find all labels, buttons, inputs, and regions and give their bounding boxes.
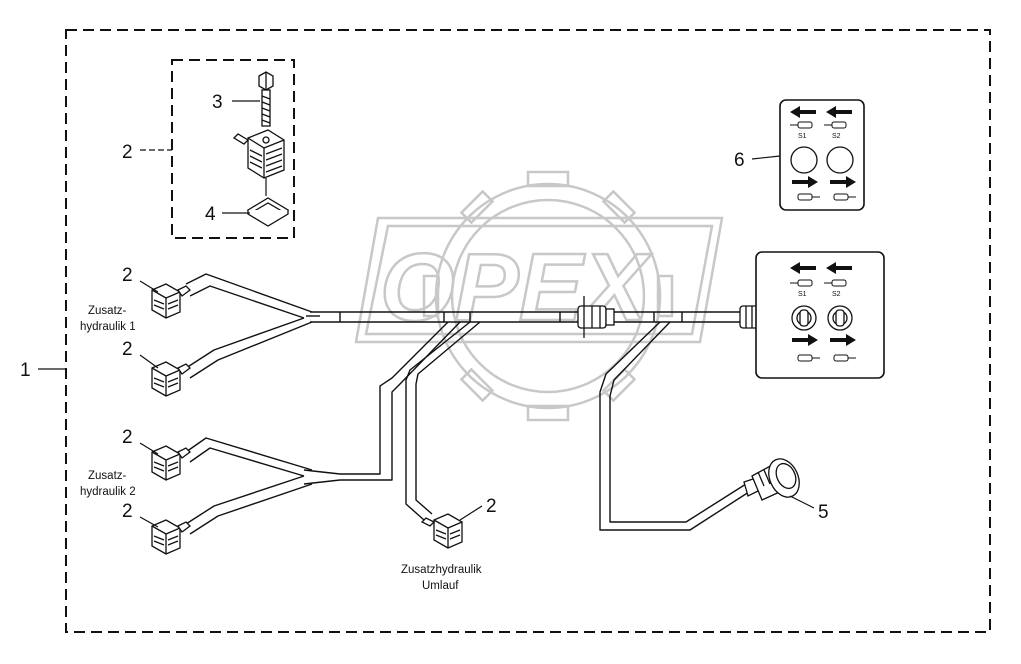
- connector-icon: [151, 361, 191, 397]
- caption-group2-line2: hydraulik 2: [80, 486, 136, 498]
- arrow-right-icon: [792, 176, 818, 188]
- caption-group1-line1: Zusatz-: [88, 305, 127, 317]
- switch-hole-icon: [826, 146, 854, 174]
- callout-5: 5: [818, 502, 829, 523]
- label-s1: S1: [798, 133, 807, 140]
- callout-1: 1: [20, 360, 31, 381]
- assembly-frame: [65, 29, 991, 633]
- watermark-banner: [354, 216, 724, 344]
- switch-panel-toggles: S1 S2: [755, 251, 885, 379]
- arrow-left-icon: [826, 106, 852, 118]
- toggle-switch-icon: [827, 305, 853, 331]
- label-s2: S2: [832, 133, 841, 140]
- panel-coupling-icon: [739, 305, 761, 329]
- caption-circulation-line1: Zusatzhydraulik: [401, 564, 482, 576]
- connector-icon: [151, 283, 191, 319]
- callout-2-detail: 2: [122, 142, 133, 163]
- callout-3: 3: [212, 92, 223, 113]
- panel-label-s1: S1: [798, 291, 807, 298]
- arrow-left-icon: [826, 262, 852, 274]
- caption-group2-line1: Zusatz-: [88, 470, 127, 482]
- panel-label-s2: S2: [832, 291, 841, 298]
- arrow-right-icon: [792, 334, 818, 346]
- opex-watermark: OPEX: [354, 170, 724, 422]
- seal-icon: [246, 197, 290, 227]
- toggle-switch-icon: [791, 305, 817, 331]
- arrow-right-icon: [830, 334, 856, 346]
- callout-2-group1-lower: 2: [122, 339, 133, 360]
- connector-icon: [420, 513, 463, 549]
- callout-6: 6: [734, 150, 745, 171]
- callout-2-group2-lower: 2: [122, 501, 133, 522]
- switch-panel-label: S1 S2: [779, 99, 865, 211]
- callout-2-circulation: 2: [486, 496, 497, 517]
- detail-box: [171, 59, 295, 239]
- arrow-right-icon: [830, 176, 856, 188]
- bolt-icon: [258, 71, 274, 127]
- arrow-left-icon: [790, 106, 816, 118]
- connector-icon: [151, 445, 191, 481]
- wiring-harness: [185, 273, 753, 535]
- inline-coupling-icon: [577, 296, 615, 338]
- caption-circulation-line2: Umlauf: [422, 580, 459, 592]
- watermark-gear: [434, 182, 662, 410]
- callout-2-group1-upper: 2: [122, 265, 133, 286]
- caption-group1-line2: hydraulik 1: [80, 321, 136, 333]
- arrow-left-icon: [790, 262, 816, 274]
- connector-detail-icon: [232, 129, 285, 179]
- callout-4: 4: [205, 204, 216, 225]
- plug-icon: [743, 458, 800, 501]
- callout-2-group2-upper: 2: [122, 427, 133, 448]
- switch-hole-icon: [790, 146, 818, 174]
- connector-icon: [151, 519, 191, 555]
